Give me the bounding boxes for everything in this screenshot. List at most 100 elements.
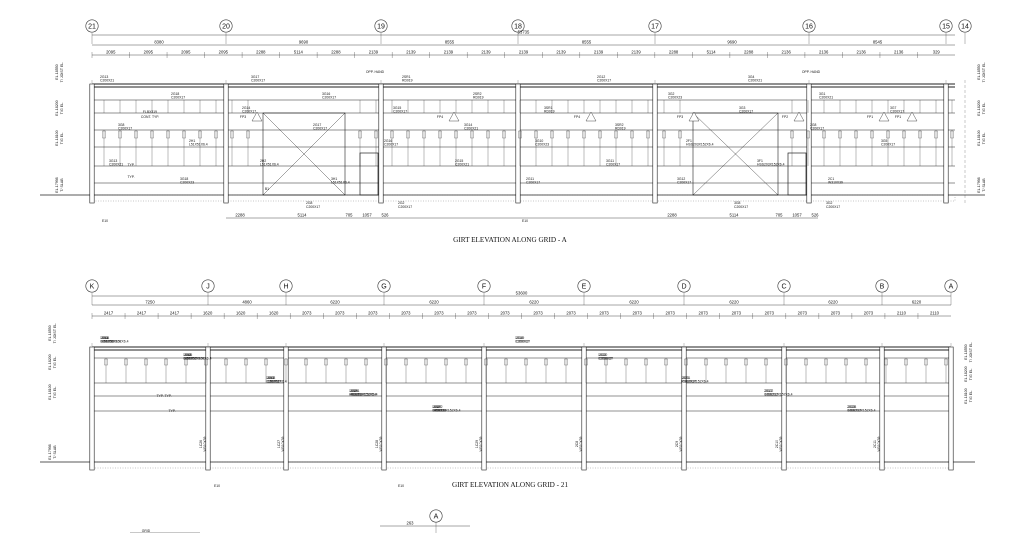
member-size: HSS203X152X6.4 (184, 357, 212, 361)
member-size: C200X17 (526, 181, 540, 185)
grid-bubble-circle (279, 279, 293, 293)
column-size: W310X39 (203, 436, 207, 451)
clip-angle (822, 130, 826, 139)
sub-dimension: 2139 (444, 50, 454, 55)
grid-bubble: 15 (939, 19, 953, 33)
member-size: C250X23 (432, 409, 446, 413)
member-size: L51X51X6.4 (331, 181, 350, 185)
note: TYP. (127, 163, 134, 167)
member-mark: 2G12 (597, 75, 605, 79)
column (806, 83, 812, 204)
bottom-dimension: 5114 (297, 213, 307, 218)
member-mark: 2G11 (526, 177, 534, 181)
grid-bubble: G (377, 279, 391, 293)
clip-angle (182, 130, 186, 139)
bay-dimension: 8545 (873, 40, 883, 45)
bottom-label: 3G8 (734, 201, 741, 205)
member-size: HSS203X152X6.4 (686, 143, 714, 147)
member-size: C200X17 (516, 340, 530, 344)
level-label-right: EL.18200 (977, 100, 981, 115)
clip-angle (204, 358, 208, 366)
grid-bubble: H (279, 279, 293, 293)
clip-angle (630, 130, 634, 139)
brace-diagonal (262, 112, 346, 196)
level-label-left: EL.18100 (55, 130, 59, 145)
member-mark: 2G21 (682, 376, 690, 380)
clip-angle (684, 358, 688, 366)
bay-dimension: 9690 (299, 40, 309, 45)
grid-bubble-circle (777, 279, 791, 293)
member-mark: 3SR1 (544, 106, 553, 110)
grid-bubble-circle (577, 279, 591, 293)
grid-bubble-label: E (582, 284, 587, 291)
member-size: RD019 (615, 127, 626, 131)
clip-angle (550, 130, 554, 139)
sub-dimension: 329 (933, 50, 941, 55)
member-size: L51X51X6.4 (185, 357, 204, 361)
member-size: C200X17 (171, 96, 185, 100)
clip-angle (454, 130, 458, 139)
grid-bubble: F (477, 279, 491, 293)
sub-dimension: 2288 (256, 50, 266, 55)
bottom-dimension: 705 (776, 213, 784, 218)
clip-angle (464, 358, 468, 366)
clip-angle (438, 130, 442, 139)
member-size: HSS203X152X6.4 (681, 380, 709, 384)
clip-angle (662, 130, 666, 139)
member-mark: 3G17 (251, 75, 259, 79)
member-mark: 3G2 (668, 92, 675, 96)
clip-angle (214, 130, 218, 139)
member-size: RD019 (544, 110, 555, 114)
member-size: L51X51X6.4 (268, 380, 287, 384)
column (943, 83, 949, 204)
column (681, 346, 687, 471)
clip-angle (864, 358, 868, 366)
member-mark: 1SR2 (434, 405, 443, 409)
grid-bubble-label: A (949, 284, 954, 291)
grid-bubble: A (429, 509, 443, 523)
panel-mark: FP2 (782, 115, 788, 119)
member-size: C200X17 (242, 110, 256, 114)
member-size: C200X21 (455, 163, 469, 167)
member-size: C200X17 (267, 380, 281, 384)
bottom-label: E10 (102, 219, 108, 223)
member-size: C200X17 (847, 409, 861, 413)
bottom-dimension: 2288 (235, 213, 245, 218)
clip-angle (470, 130, 474, 139)
level-label-right: T/ JOIST EL. (969, 342, 973, 363)
level-label-left: T/G EL. (60, 102, 64, 114)
member-size: C200X21 (109, 163, 123, 167)
level-label-right: EL.18100 (977, 130, 981, 145)
column (89, 346, 95, 471)
clip-angle (246, 130, 250, 139)
level-label-left: EL.18550 (55, 64, 59, 79)
bracing-frame (262, 112, 346, 196)
grid-bubble: 20 (219, 19, 233, 33)
member-mark: 2G20 (599, 353, 607, 357)
level-label-right: T/ JOIST EL. (982, 62, 986, 83)
clip-angle (806, 130, 810, 139)
clip-angle (104, 358, 108, 366)
member-size: C200X17 (739, 110, 753, 114)
clip-angle (502, 130, 506, 139)
grid-bubble-circle (958, 19, 972, 33)
member-size: C200X17 (251, 79, 265, 83)
clip-angle (524, 358, 528, 366)
panel-mark: FP3 (677, 115, 683, 119)
level-label-right: EL.18100 (964, 388, 968, 403)
level-label-left: EL.18100 (48, 384, 52, 399)
clip-angle (364, 358, 368, 366)
member-size: C200X17 (313, 127, 327, 131)
bay-dimension: 6220 (912, 300, 922, 305)
sub-dimension: 2073 (302, 311, 312, 316)
level-label-left: T/ SLAB (53, 445, 57, 459)
grid-bubble-circle (944, 279, 958, 293)
grid-bubble: 19 (374, 19, 388, 33)
clip-angle (824, 358, 828, 366)
clip-angle (406, 130, 410, 139)
member-size: RD019 (434, 409, 445, 413)
grid-bubble-circle (85, 19, 99, 33)
clip-angle (198, 130, 202, 139)
elevation-title: GIRT ELEVATION ALONG GRID - A (453, 236, 568, 244)
